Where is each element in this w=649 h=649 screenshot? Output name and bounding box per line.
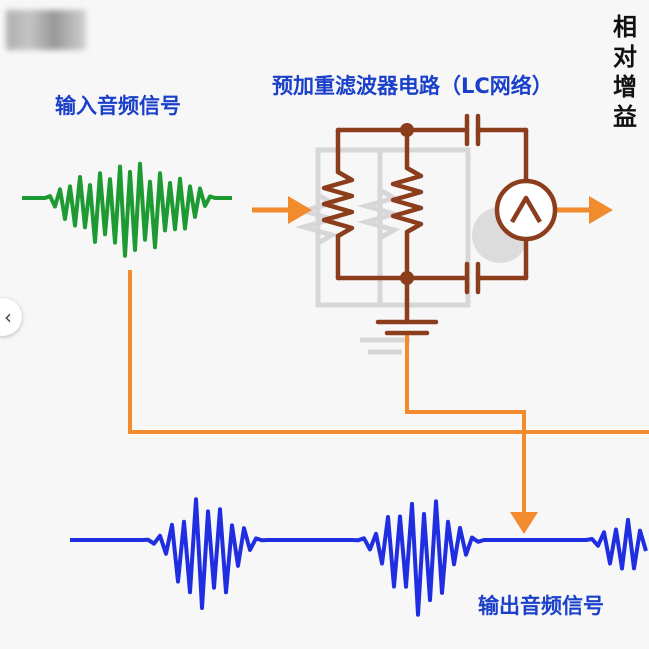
watermark-logo (6, 10, 86, 50)
node-bottom (400, 271, 414, 285)
output-waveform (70, 497, 648, 617)
relative-gain-label: 相对增益 (613, 13, 637, 131)
signal-routing (128, 270, 649, 520)
circuit-title: 预加重滤波器电路（LC网络） (272, 74, 553, 98)
output-down-arrow (510, 512, 538, 534)
input-waveform (22, 161, 232, 258)
resistor-r2 (390, 165, 424, 235)
output-arrow (555, 196, 613, 224)
previous-arrow-icon[interactable]: ‹ (0, 298, 22, 336)
node-top (400, 123, 414, 137)
input-arrow (252, 196, 312, 224)
resistor-r1 (321, 169, 355, 239)
amplifier-icon (494, 178, 558, 242)
input-signal-label: 输入音频信号 (55, 94, 181, 118)
output-signal-label: 输出音频信号 (478, 594, 604, 618)
